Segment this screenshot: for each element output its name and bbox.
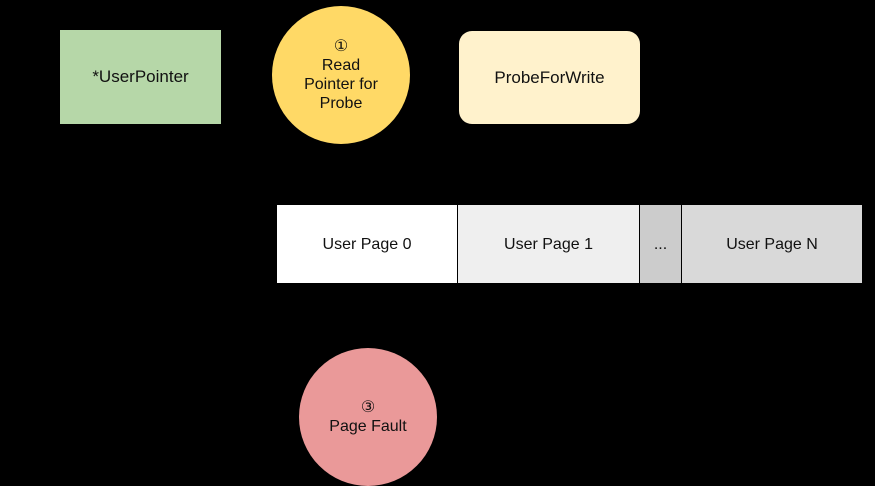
- node-probe-for-write[interactable]: ProbeForWrite: [459, 31, 640, 124]
- node-user-pointer-label: *UserPointer: [92, 67, 189, 86]
- user-page-cell-n[interactable]: User Page N: [682, 205, 862, 283]
- user-page-cell-1-label: User Page 1: [504, 235, 593, 253]
- node-read-pointer-for-probe[interactable]: ① Read Pointer for Probe: [272, 6, 410, 144]
- node-page-fault-label: Page Fault: [329, 418, 407, 435]
- user-page-cell-n-label: User Page N: [726, 235, 818, 253]
- user-page-cell-0-label: User Page 0: [322, 235, 412, 253]
- user-page-cell-ellipsis[interactable]: ...: [640, 205, 682, 283]
- node-user-pointer[interactable]: *UserPointer: [60, 30, 221, 124]
- user-page-cell-0[interactable]: User Page 0: [277, 205, 458, 283]
- node-page-fault[interactable]: ③ Page Fault: [299, 348, 437, 486]
- step-marker-1: ①: [333, 38, 349, 55]
- user-page-cell-ellipsis-label: ...: [653, 235, 668, 253]
- step-marker-3: ③: [360, 399, 376, 416]
- user-page-cell-1[interactable]: User Page 1: [458, 205, 640, 283]
- user-pages-table: User Page 0 User Page 1 ... User Page N: [277, 205, 862, 283]
- node-read-pointer-for-probe-label: Read Pointer for Probe: [304, 57, 378, 112]
- node-probe-for-write-label: ProbeForWrite: [494, 67, 605, 87]
